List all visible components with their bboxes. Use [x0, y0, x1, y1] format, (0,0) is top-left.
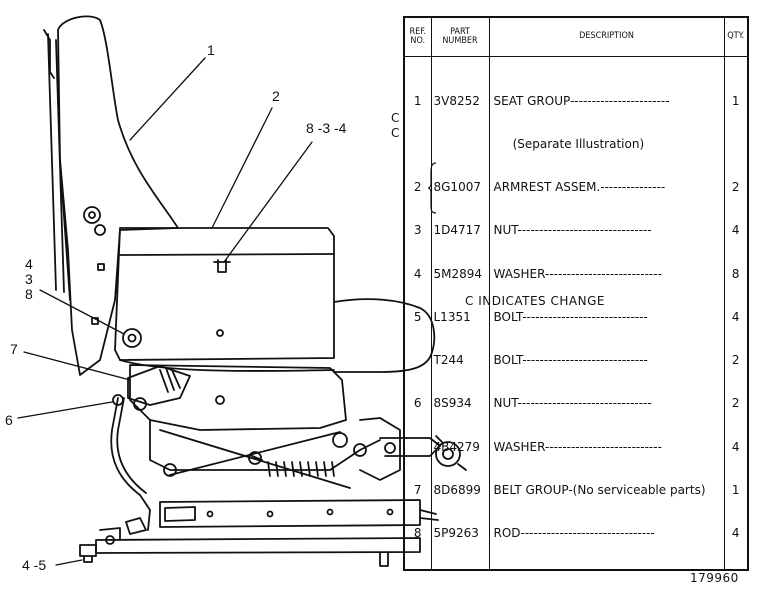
leader-1 — [129, 57, 206, 141]
group-brace — [428, 162, 437, 214]
qty-cell: 2 — [731, 353, 740, 368]
qty-cell: 4 — [731, 309, 740, 324]
change-mark-row-4: C — [391, 126, 400, 140]
ref-cell: 6 — [413, 396, 422, 411]
ref-cell: 1 — [413, 93, 422, 108]
description-cell: BELT GROUP-(No serviceable parts) — [493, 482, 706, 497]
ref-cell: 2 — [413, 180, 422, 195]
part-cell: 5P9263 — [433, 526, 479, 540]
backrest — [57, 15, 179, 376]
belt-strap — [110, 397, 151, 531]
base-plate — [95, 537, 421, 554]
description-cell: SEAT GROUP----------------------- — [493, 93, 670, 108]
change-mark-row-3: C — [391, 111, 400, 125]
description-cell: NUT------------------------------- — [493, 223, 652, 238]
leader-6 — [17, 401, 113, 419]
slide-rail — [159, 499, 421, 528]
part-cell: 5M2894 — [433, 266, 483, 281]
callout-8: 8 — [25, 286, 33, 302]
part-cell — [432, 137, 489, 151]
leader-7 — [23, 351, 131, 381]
backrest-rail — [47, 33, 71, 301]
part-cell: 4B4279 — [433, 439, 480, 454]
description-cell: BOLT----------------------------- — [493, 353, 648, 368]
qty-column: 1 2 4 8 4 2 2 4 1 4 — [723, 56, 749, 571]
callout-7: 7 — [10, 341, 18, 357]
ref-cell: 3 — [413, 223, 422, 238]
callout-6: 6 — [5, 412, 13, 428]
part-column: 3V8252 8G1007 1D4717 5M2894 L1351 T244 8… — [430, 56, 490, 571]
drawing-number: 179960 — [690, 571, 739, 585]
ref-cell — [405, 137, 431, 151]
header-description: DESCRIPTION — [488, 17, 725, 57]
change-note: C INDICATES CHANGE — [465, 294, 605, 308]
header-ref-no: REF. NO. — [403, 17, 432, 57]
armrest-rod — [122, 328, 142, 348]
part-cell: 3V8252 — [433, 93, 480, 108]
callout-4: 4 — [25, 256, 33, 272]
header-part-number: PART NUMBER — [430, 17, 490, 57]
belt-retractor — [127, 365, 191, 406]
spring-coil — [267, 461, 335, 477]
qty-cell: 4 — [731, 439, 740, 454]
suspension-housing — [129, 364, 347, 431]
armrest — [114, 227, 335, 361]
pivot-bolt — [83, 206, 101, 224]
description-cell: NUT------------------------------- — [493, 396, 652, 411]
scissor-arms — [159, 429, 351, 489]
qty-cell: 8 — [731, 266, 740, 281]
qty-cell: 1 — [731, 482, 740, 497]
ref-cell: 8 — [413, 526, 422, 540]
part-cell: L1351 — [433, 309, 471, 324]
qty-cell: 2 — [731, 180, 740, 195]
description-cell: ARMREST ASSEM.--------------- — [493, 180, 666, 195]
callout-3: 3 — [25, 271, 33, 287]
leader-2 — [211, 107, 273, 229]
description-cell: WASHER--------------------------- — [493, 439, 662, 454]
leader-8 — [39, 289, 125, 335]
part-cell: T244 — [433, 353, 464, 368]
ref-cell: 4 — [413, 266, 422, 281]
leader-45 — [55, 559, 83, 566]
part-cell: 8D6899 — [433, 482, 481, 497]
description-cell: (Separate Illustration) — [493, 137, 645, 152]
ref-cell — [405, 353, 431, 367]
description-column: SEAT GROUP----------------------- (Separ… — [488, 56, 725, 571]
qty-cell: 2 — [731, 396, 740, 411]
header-qty: QTY. — [723, 17, 749, 57]
callout-4-5: 4 -5 — [22, 557, 47, 573]
qty-cell: 1 — [731, 93, 740, 108]
leader-834 — [223, 141, 313, 263]
callout-1: 1 — [207, 42, 215, 58]
description-cell: BOLT----------------------------- — [493, 309, 648, 324]
callout-8-3-4: 8 -3 -4 — [306, 120, 347, 136]
part-cell: 8S934 — [433, 396, 472, 411]
armrest-bolt — [213, 259, 231, 273]
description-cell: WASHER--------------------------- — [493, 266, 662, 281]
parts-table: REF. NO. PART NUMBER DESCRIPTION QTY. 1 … — [403, 16, 749, 572]
qty-cell: 4 — [731, 526, 740, 540]
qty-cell: 4 — [731, 223, 740, 238]
ref-cell — [405, 440, 431, 454]
callout-2: 2 — [272, 88, 280, 104]
qty-cell — [725, 137, 748, 151]
description-cell: ROD------------------------------- — [493, 526, 655, 540]
part-cell: 1D4717 — [433, 223, 481, 238]
ref-cell: 5 — [413, 309, 422, 324]
ref-cell: 7 — [413, 482, 422, 497]
backrest-hook — [43, 29, 55, 79]
part-cell: 8G1007 — [433, 180, 481, 195]
ref-column: 1 2 3 4 5 6 7 8 — [403, 56, 432, 571]
